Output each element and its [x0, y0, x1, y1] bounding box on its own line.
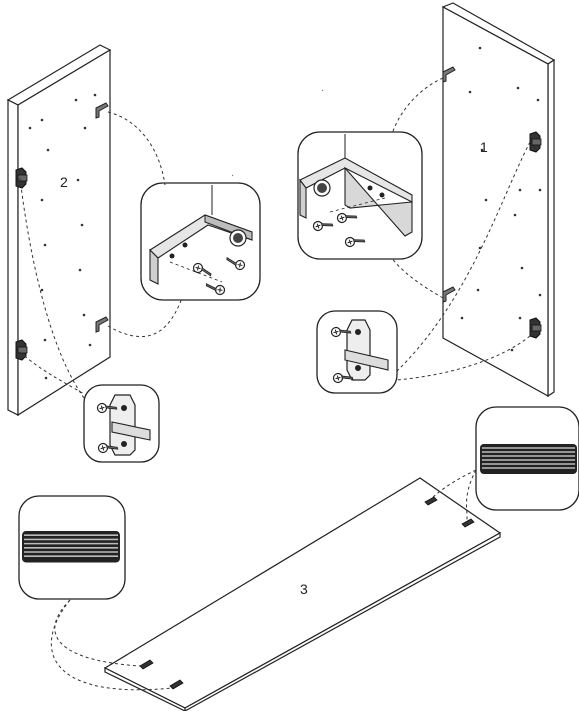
bracket-detail-left — [140, 182, 261, 301]
bracket-detail-right — [297, 131, 423, 260]
panel-2-label: 2 — [60, 174, 68, 190]
dowel-detail-right — [475, 406, 579, 511]
hinge-plate-detail-left — [83, 384, 160, 463]
dowel-detail-left — [18, 495, 126, 600]
panel-1: 1 — [441, 2, 556, 398]
fold-marks — [231, 89, 324, 177]
panel-2: 2 — [6, 44, 112, 417]
hinge-plate-detail-right — [316, 310, 398, 394]
leader-lines — [19, 77, 531, 691]
panel-1-label: 1 — [480, 139, 488, 155]
panel-3-label: 3 — [300, 581, 308, 597]
panel-3: 3 — [103, 477, 502, 711]
